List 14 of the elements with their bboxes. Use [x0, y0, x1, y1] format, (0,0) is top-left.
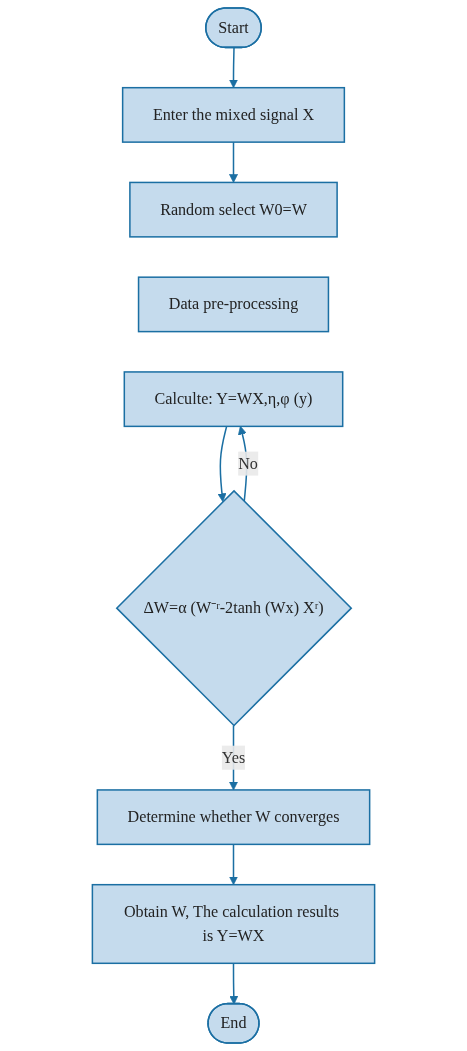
- edge-label: Yes: [221, 748, 246, 766]
- node-box: Enter the mixed signal X: [121, 86, 346, 143]
- node-diamond: ΔW=α (W⁻ʳ-2tanh (Wx) Xʳ): [115, 489, 353, 727]
- arrow: [229, 962, 239, 1005]
- edge-label: No: [238, 454, 258, 472]
- arrow: [229, 47, 238, 89]
- node-box: Random select W0=W: [129, 181, 338, 238]
- node-box: Obtain W, The calculation results is Y=WX: [91, 883, 376, 965]
- arrow: [229, 141, 238, 183]
- arrow: [217, 425, 228, 502]
- node-box: Data pre-processing: [137, 276, 330, 333]
- arrow: [229, 843, 238, 886]
- node-box: Calculte: Y=WX,η,φ (y): [123, 371, 344, 428]
- node-box: Determine whether W converges: [96, 789, 371, 846]
